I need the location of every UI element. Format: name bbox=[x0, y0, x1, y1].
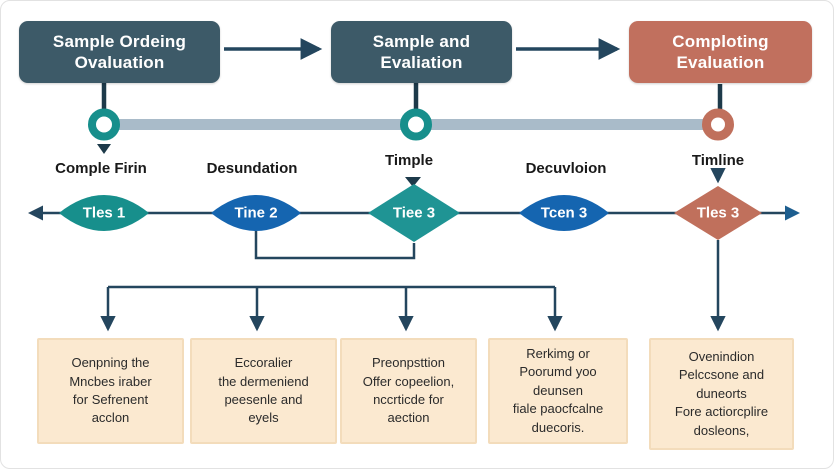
flow-arrow-right bbox=[785, 205, 800, 221]
milestone-label-2: Desundation bbox=[206, 160, 298, 177]
timeline-dot-3-hole bbox=[711, 117, 725, 132]
flow-node-label-3: Tiee 3 bbox=[392, 204, 436, 222]
flow-node-label-5: Tles 3 bbox=[696, 204, 740, 222]
milestone-label-5: Timline bbox=[691, 152, 745, 169]
flow-node-shape-4 bbox=[519, 195, 609, 231]
stage-box-1: Sample Ordeing Ovaluation bbox=[19, 21, 220, 83]
flow-node-shape-3 bbox=[368, 184, 460, 242]
note-box-4: Rerkimg or Poorumd yoo deunsen fiale pao… bbox=[488, 338, 628, 444]
flow-node-shape-1 bbox=[59, 195, 149, 231]
note-box-2: Eccoralier the dermeniend peesenle and e… bbox=[190, 338, 337, 444]
note-box-5: Ovenindion Pelccsone and duneorts Fore a… bbox=[649, 338, 794, 450]
flow-arrow-left bbox=[28, 205, 43, 221]
timeline-dot-1 bbox=[88, 108, 120, 141]
timeline-dot-2 bbox=[400, 108, 432, 141]
flow-node-shape-2 bbox=[211, 195, 301, 231]
stage-box-2: Sample and Evaliation bbox=[331, 21, 512, 83]
milestone-label-3: Timple bbox=[384, 152, 434, 169]
connector-node2-node3 bbox=[254, 231, 416, 260]
flow-node-label-1: Tles 1 bbox=[82, 204, 126, 222]
flow-node-shape-5 bbox=[674, 186, 762, 240]
stage-box-3: Comploting Evaluation bbox=[629, 21, 812, 83]
pointer-timple bbox=[405, 177, 421, 187]
milestone-label-4: Decuvloion bbox=[525, 160, 607, 177]
note-box-3: Preonpsttion Offer copeelion, nccrticde … bbox=[340, 338, 477, 444]
note-box-1: Oenpning the Mncbes iraber for Sefrenent… bbox=[37, 338, 184, 444]
milestone-label-1: Comple Firin bbox=[55, 160, 147, 177]
flow-node-label-4: Tcen 3 bbox=[540, 204, 588, 222]
flow-node-label-2: Tine 2 bbox=[234, 204, 278, 222]
pointer-under-dot-1 bbox=[97, 144, 111, 154]
